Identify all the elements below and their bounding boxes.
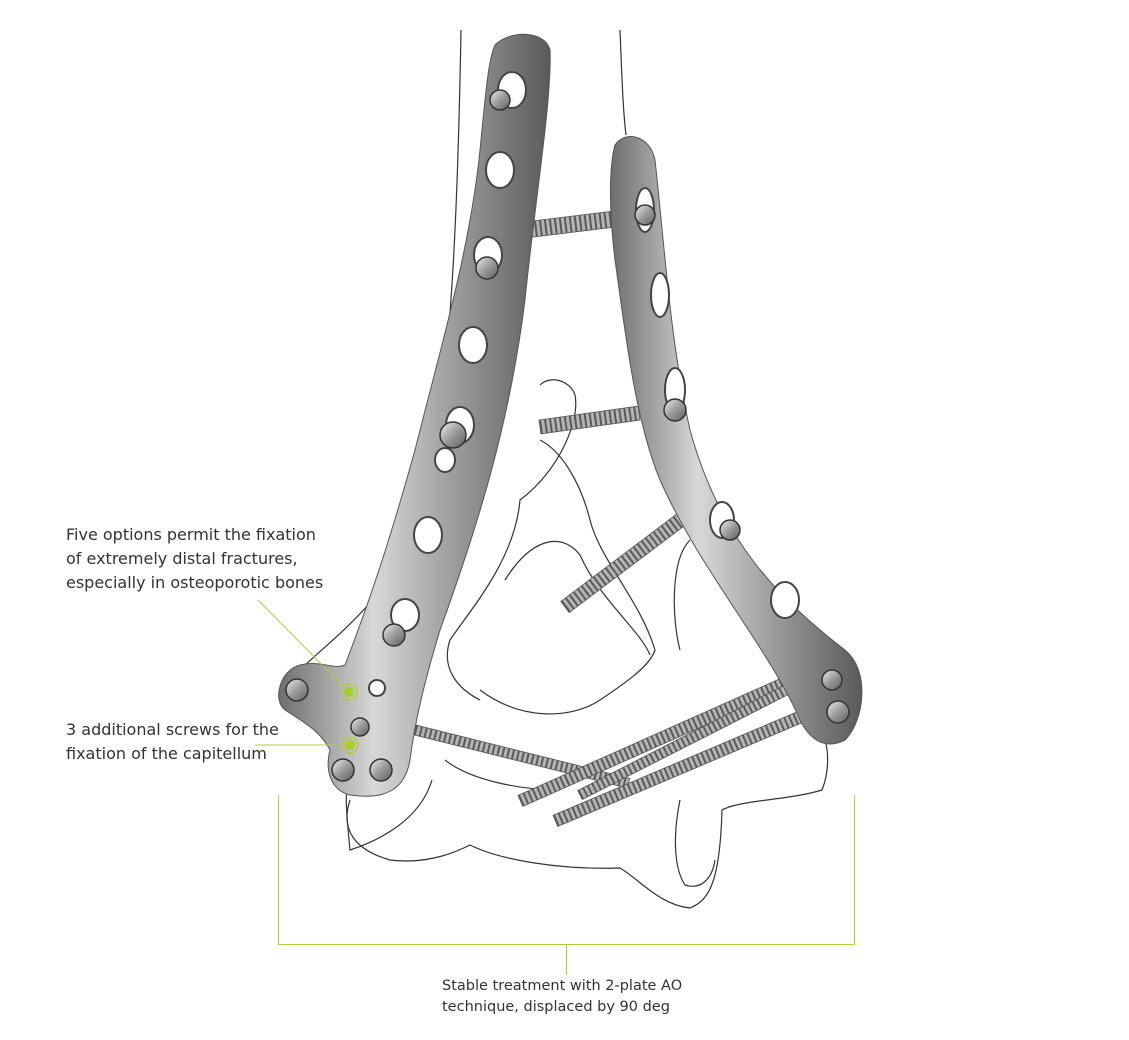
right-bone-plate <box>609 136 863 745</box>
caption-line: Stable treatment with 2-plate AO <box>442 978 683 994</box>
callout-lines <box>255 599 359 754</box>
annotation-line: 3 additional screws for the <box>66 720 279 739</box>
caption-line: technique, displaced by 90 deg <box>442 999 670 1015</box>
annotation-line: especially in osteoporotic bones <box>66 573 324 592</box>
annotation-line: fixation of the capitellum <box>66 744 267 763</box>
screw-heads <box>634 204 850 724</box>
annotation-line: of extremely distal fractures, <box>66 549 298 568</box>
annotation-capitellum: 3 additional screws for the fixation of … <box>66 718 279 766</box>
bracket <box>278 795 855 975</box>
screw-heads <box>285 89 511 782</box>
left-bone-plate <box>278 33 551 797</box>
screws <box>413 210 803 827</box>
annotation-line: Five options permit the fixation <box>66 525 316 544</box>
marker-capitellum <box>341 736 359 754</box>
annotation-distal-fixation: Five options permit the fixation of extr… <box>66 523 323 595</box>
caption: Stable treatment with 2-plate AO techniq… <box>442 976 682 1018</box>
marker-distal <box>340 683 358 701</box>
plate-holes <box>635 187 800 619</box>
